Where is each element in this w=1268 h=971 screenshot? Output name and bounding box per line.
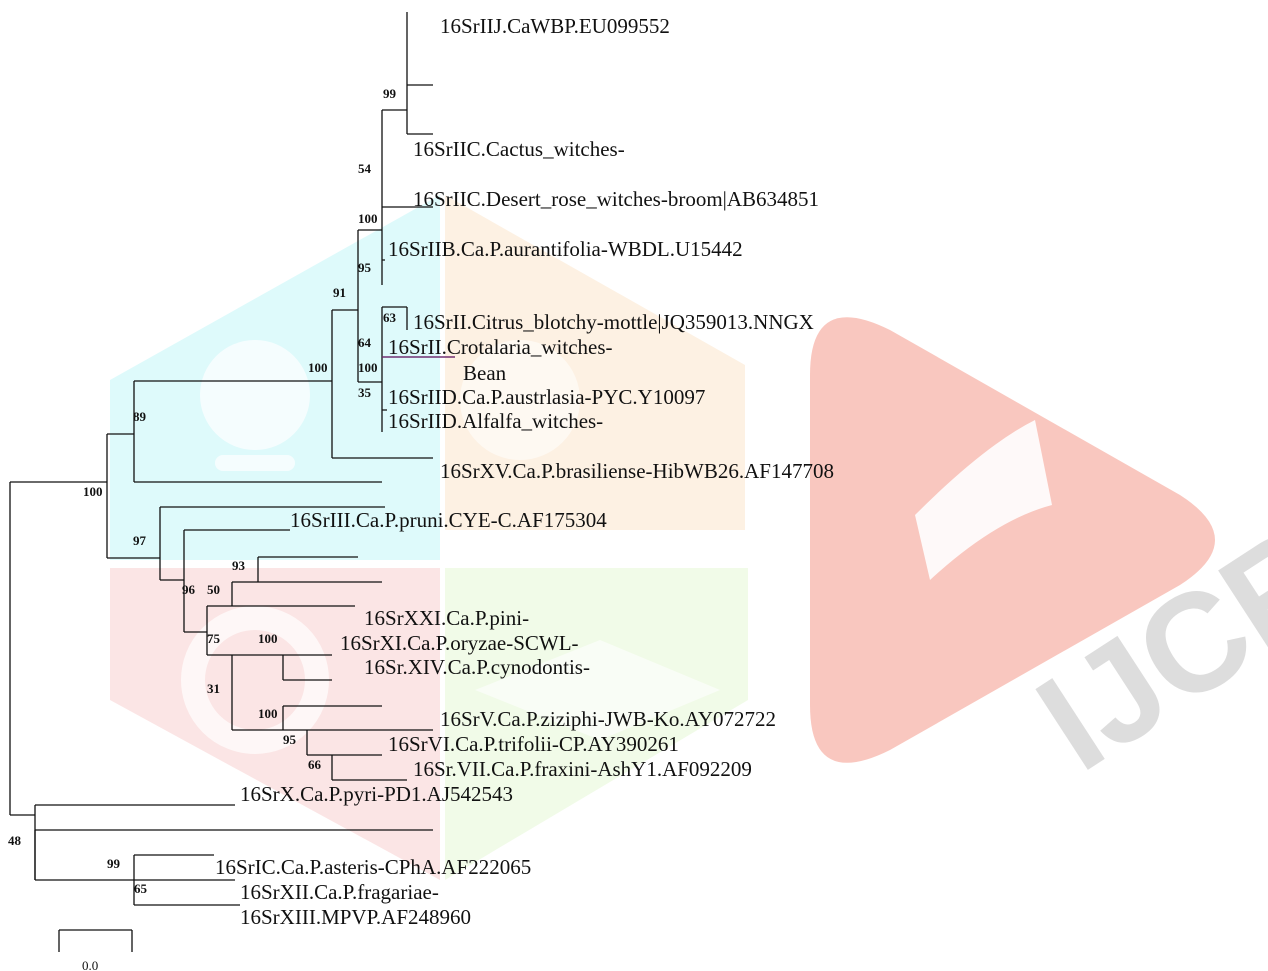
bootstrap-value: 100 bbox=[358, 211, 378, 226]
bootstrap-value: 100 bbox=[258, 631, 278, 646]
taxon-label: 16SrXII.Ca.P.fragariae- bbox=[240, 880, 439, 904]
taxon-label: 16SrXI.Ca.P.oryzae-SCWL- bbox=[340, 631, 579, 655]
bootstrap-value: 100 bbox=[258, 706, 278, 721]
taxon-label: 16SrIIC.Desert_rose_witches-broom|AB6348… bbox=[413, 187, 819, 211]
taxon-label: 16Sr.XIV.Ca.P.cynodontis- bbox=[364, 655, 590, 679]
taxon-label: 16SrV.Ca.P.ziziphi-JWB-Ko.AY072722 bbox=[440, 707, 776, 731]
bootstrap-value: 35 bbox=[358, 385, 372, 400]
bootstrap-value: 99 bbox=[383, 86, 397, 101]
bootstrap-value: 89 bbox=[133, 409, 147, 424]
taxon-label: 16SrIII.Ca.P.pruni.CYE-C.AF175304 bbox=[290, 508, 607, 532]
taxon-label: 16SrII.Crotalaria_witches- bbox=[388, 335, 613, 359]
taxon-label: 16SrVI.Ca.P.trifolii-CP.AY390261 bbox=[388, 732, 679, 756]
taxon-label: 16SrXV.Ca.P.brasiliense-HibWB26.AF147708 bbox=[440, 459, 834, 483]
taxon-label: 16SrXXI.Ca.P.pini- bbox=[364, 606, 529, 630]
taxon-label: 16SrIC.Ca.P.asteris-CPhA.AF222065 bbox=[215, 855, 531, 879]
taxon-label: 16SrX.Ca.P.pyri-PD1.AJ542543 bbox=[240, 782, 513, 806]
bootstrap-value: 48 bbox=[8, 833, 22, 848]
taxon-label: 16SrIID.Alfalfa_witches- bbox=[388, 409, 603, 433]
bootstrap-value: 100 bbox=[308, 360, 328, 375]
bootstrap-value: 65 bbox=[134, 881, 148, 896]
taxon-label: 16SrXIII.MPVP.AF248960 bbox=[240, 905, 471, 929]
bootstrap-value: 97 bbox=[133, 533, 147, 548]
scale-bar-line bbox=[59, 930, 132, 952]
bootstrap-value: 93 bbox=[232, 558, 246, 573]
scale-bar-label: 0.0 bbox=[82, 958, 98, 971]
taxon-label: 16SrIIC.Cactus_witches- bbox=[413, 137, 625, 161]
bootstrap-value: 100 bbox=[358, 360, 378, 375]
taxon-label: 16SrIID.Ca.P.austrlasia-PYC.Y10097 bbox=[388, 385, 705, 409]
bootstrap-value: 99 bbox=[107, 856, 121, 871]
bootstrap-value: 95 bbox=[283, 732, 297, 747]
taxon-label: 16SrIIJ.CaWBP.EU099552 bbox=[440, 14, 670, 38]
bootstrap-value: 64 bbox=[358, 335, 372, 350]
bootstrap-value: 66 bbox=[308, 757, 322, 772]
taxon-label: 16Sr.VII.Ca.P.fraxini-AshY1.AF092209 bbox=[413, 757, 752, 781]
bootstrap-value: 54 bbox=[358, 161, 372, 176]
bootstrap-value: 100 bbox=[83, 484, 103, 499]
taxon-label: Bean bbox=[463, 361, 507, 385]
bootstrap-value: 50 bbox=[207, 582, 220, 597]
bootstrap-value: 96 bbox=[182, 582, 196, 597]
bootstrap-value: 63 bbox=[383, 310, 397, 325]
bootstrap-value: 31 bbox=[207, 681, 220, 696]
taxon-label: 16SrIIB.Ca.P.aurantifolia-WBDL.U15442 bbox=[388, 237, 743, 261]
bootstrap-value: 91 bbox=[333, 285, 346, 300]
bootstrap-value: 95 bbox=[358, 260, 372, 275]
bootstrap-value: 75 bbox=[207, 631, 221, 646]
taxon-label: 16SrII.Citrus_blotchy-mottle|JQ359013.NN… bbox=[413, 310, 814, 334]
scale-bar: 0.0 bbox=[59, 930, 132, 971]
